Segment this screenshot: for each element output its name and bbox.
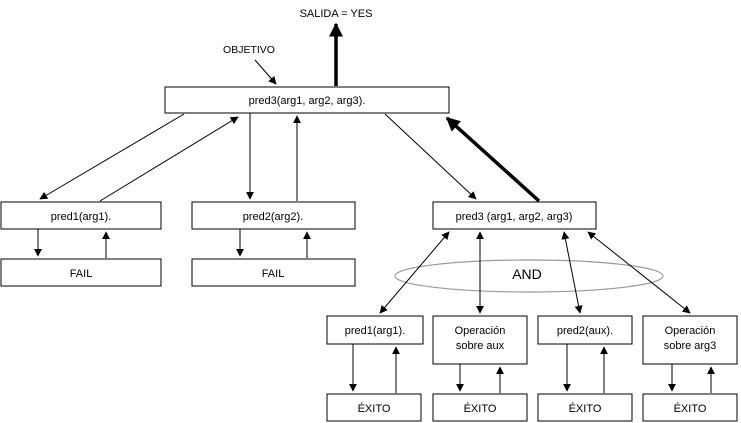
pred1-label: pred1(arg1). xyxy=(51,211,112,223)
child-op-arg3-box xyxy=(642,315,738,365)
exito1-label: ÉXITO xyxy=(358,402,391,415)
pred2-box xyxy=(191,201,356,230)
exito2-box xyxy=(432,393,528,422)
pred3-label: pred3 (arg1, arg2, arg3) xyxy=(456,211,573,223)
arrow-pred3-child3 xyxy=(561,231,583,314)
child-op-aux-box xyxy=(432,315,528,365)
child-op-arg3-label-2: sobre arg3 xyxy=(664,340,717,352)
output-label: SALIDA = YES xyxy=(300,8,373,20)
root-goal-box xyxy=(164,86,450,114)
arrow-pred3-child4 xyxy=(587,231,691,314)
exito1-box xyxy=(326,393,422,422)
arrow-root-to-pred1 xyxy=(39,113,185,200)
root-goal-label: pred3(arg1, arg2, arg3). xyxy=(249,95,366,107)
child-op-arg3-label-1: Operación xyxy=(665,325,716,337)
fail1-box xyxy=(0,258,162,287)
child-pred1-label: pred1(arg1). xyxy=(345,325,406,337)
child-op-aux-label-2: sobre aux xyxy=(456,340,505,352)
child-pred2-label: pred2(aux). xyxy=(557,325,613,337)
exito4-box xyxy=(642,393,738,422)
arrow-pred3-to-root-success xyxy=(445,116,541,203)
child-pred2-box xyxy=(537,315,633,345)
exito3-label: ÉXITO xyxy=(569,402,602,415)
exito2-label: ÉXITO xyxy=(464,402,497,415)
exito4-label: ÉXITO xyxy=(674,402,707,415)
arrow-root-to-pred3 xyxy=(384,113,477,200)
pred1-box xyxy=(0,201,162,230)
objective-label: OBJETIVO xyxy=(223,44,275,56)
objective-pointer xyxy=(254,59,277,85)
fail2-label: FAIL xyxy=(262,268,285,280)
fail1-label: FAIL xyxy=(70,268,93,280)
child-op-aux-label-1: Operación xyxy=(455,325,506,337)
pred3-box xyxy=(432,201,597,230)
pred2-label: pred2(arg2). xyxy=(243,211,304,223)
and-label: AND xyxy=(512,266,542,282)
child-pred1-box xyxy=(326,315,424,345)
arrow-pred3-child1 xyxy=(379,231,450,314)
fail2-box xyxy=(191,258,356,287)
exito3-box xyxy=(537,393,633,422)
arrow-pred1-to-root xyxy=(99,116,239,202)
